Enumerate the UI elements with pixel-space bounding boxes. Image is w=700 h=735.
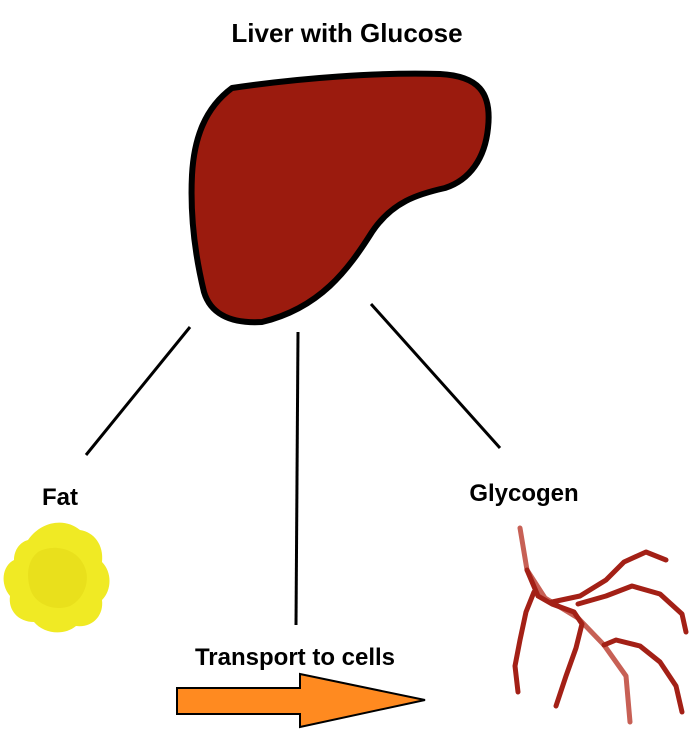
- fat-label: Fat: [42, 484, 78, 511]
- diagram-title: Liver with Glucose: [231, 18, 462, 48]
- glycogen-branch-upper: [549, 549, 669, 605]
- fat-blob-icon: [3, 522, 110, 633]
- fat-blob-shading: [28, 547, 87, 608]
- connector-to-glycogen: [369, 302, 502, 450]
- connector-to-transport: [294, 331, 300, 626]
- glycogen-branch-mid: [575, 583, 689, 635]
- liver-shape: [188, 70, 492, 326]
- glycogen-branch-lower: [601, 637, 685, 715]
- glycogen-strand-light: [517, 525, 633, 725]
- glycogen-branch-icon: [512, 525, 689, 725]
- right-arrow-icon: [176, 672, 426, 729]
- glycogen-branch-left: [512, 589, 537, 695]
- transport-label: Transport to cells: [195, 644, 395, 671]
- glycogen-label: Glycogen: [469, 480, 578, 507]
- connector-lines: [84, 302, 502, 626]
- connector-to-fat: [84, 326, 192, 456]
- liver-organ-icon: [188, 70, 492, 326]
- transport-arrow: [176, 672, 426, 729]
- glycogen-branch-main: [524, 567, 585, 709]
